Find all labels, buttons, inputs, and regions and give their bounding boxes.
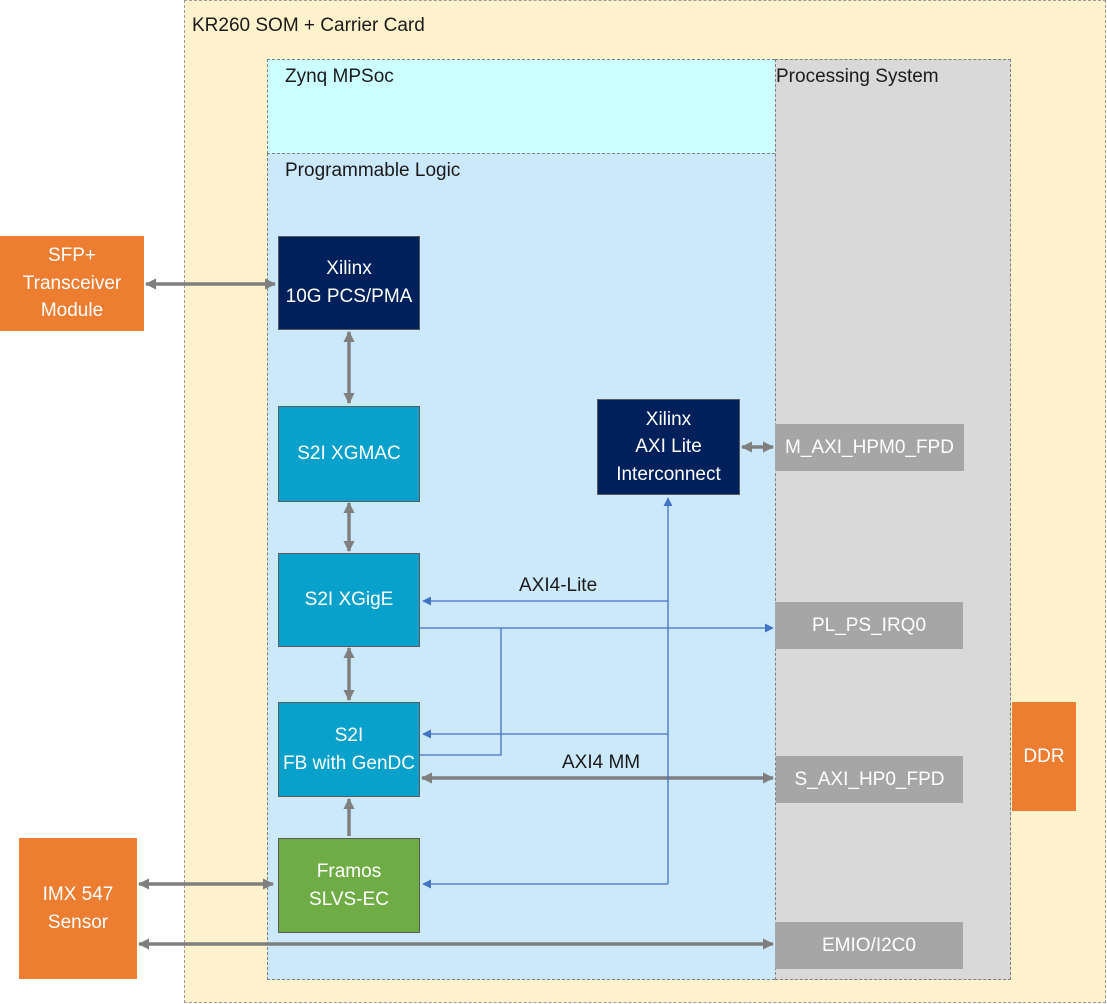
s2i-xgige-block[interactable]: S2I XGigE <box>278 553 420 647</box>
s2i-xgmac-block[interactable]: S2I XGMAC <box>278 406 420 502</box>
ddr-memory[interactable]: DDR <box>1012 702 1076 811</box>
s2i-fb-gendc-block[interactable]: S2I FB with GenDC <box>278 702 420 797</box>
processing-system-region <box>775 59 1011 980</box>
xilinx-axi-lite-interconnect-block[interactable]: Xilinx AXI Lite Interconnect <box>597 399 740 495</box>
imx547-sensor[interactable]: IMX 547 Sensor <box>19 838 137 979</box>
axi4-mm-label: AXI4 MM <box>562 752 641 773</box>
emio-i2c0-port[interactable]: EMIO/I2C0 <box>775 922 963 969</box>
m-axi-hpm0-fpd-port[interactable]: M_AXI_HPM0_FPD <box>775 424 964 471</box>
sfp-transceiver-module[interactable]: SFP+ Transceiver Module <box>0 236 144 331</box>
fb-irq-link <box>420 628 502 756</box>
zynq-mpsoc-label: Zynq MPSoc <box>285 66 394 87</box>
framos-slvs-ec-block[interactable]: Framos SLVS-EC <box>278 838 420 933</box>
pl-ps-irq0-port[interactable]: PL_PS_IRQ0 <box>775 602 963 649</box>
axi4-lite-label: AXI4-Lite <box>519 575 598 596</box>
processing-system-label: Processing System <box>776 66 939 87</box>
xilinx-10g-pcs-pma-block[interactable]: Xilinx 10G PCS/PMA <box>278 236 420 330</box>
programmable-logic-label: Programmable Logic <box>285 160 461 181</box>
s-axi-hp0-fpd-port[interactable]: S_AXI_HP0_FPD <box>776 756 963 803</box>
carrier-card-label: KR260 SOM + Carrier Card <box>192 15 425 36</box>
